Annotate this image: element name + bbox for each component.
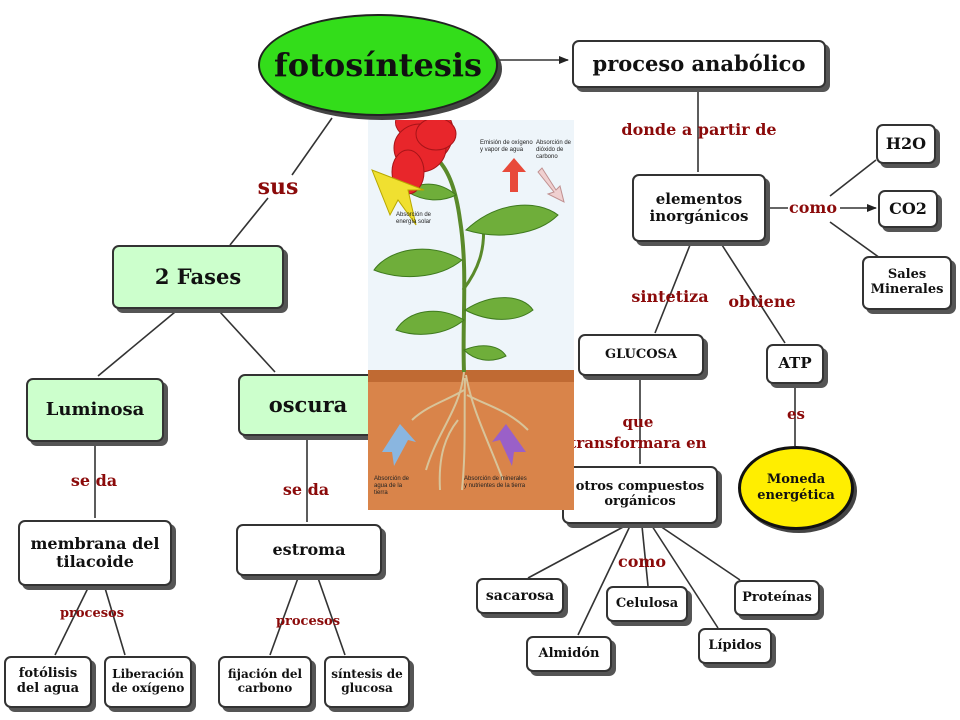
label-donde: donde a partir de (621, 120, 777, 140)
luminosa-text: Luminosa (45, 398, 145, 420)
link-fases-luminosa (97, 311, 176, 377)
estroma-node[interactable]: estroma (236, 524, 382, 576)
label-procesos-left: procesos (59, 605, 125, 621)
almidon-node[interactable]: Almidón (526, 636, 612, 672)
almidon-text: Almidón (538, 645, 600, 661)
label-como-bottom: como (617, 552, 667, 572)
label-obtiene: obtiene (728, 292, 796, 312)
liberacion-node[interactable]: Liberación de oxígeno (104, 656, 192, 708)
label-que: que (622, 412, 654, 431)
label-se-da-left: se da (70, 471, 118, 491)
caption-minerales: Absorción de minerales y nutrientes de l… (464, 476, 527, 489)
link-estroma-fijacion (269, 577, 299, 656)
minerals-arrow (492, 424, 526, 466)
caption-absorcion-co2: Absorción de dióxido de carbono (536, 140, 572, 160)
luminosa-node[interactable]: Luminosa (26, 378, 164, 442)
fijacion-node[interactable]: fijación del carbono (218, 656, 312, 708)
proceso-anabolico-node[interactable]: proceso anabólico (572, 40, 826, 88)
link-como-sales (829, 221, 881, 259)
sacarosa-text: sacarosa (485, 587, 555, 604)
plant-drawing (368, 114, 574, 510)
caption-agua: Absorción de agua de la tierra (374, 476, 410, 496)
estroma-text: estroma (272, 539, 346, 559)
link-elementos-glucosa (654, 244, 691, 334)
membrana-tilacoide-node[interactable]: membrana del tilacoide (18, 520, 172, 586)
co2-text: CO2 (889, 198, 927, 218)
label-es: es (787, 404, 805, 423)
label-transformara: transformara en (569, 433, 707, 452)
elementos-inorganicos-node[interactable]: elementos inorgánicos (632, 174, 766, 242)
link-membrana-liberacion (104, 587, 126, 656)
link-otros-proteinas (659, 525, 741, 581)
otros-compuestos-text: otros compuestos orgánicos (575, 479, 705, 509)
fotolisis-node[interactable]: fotólisis del agua (4, 656, 92, 708)
label-procesos-right: procesos (275, 613, 341, 629)
sacarosa-node[interactable]: sacarosa (476, 578, 564, 614)
oscura-text: oscura (268, 391, 348, 417)
fotolisis-text: fotólisis del agua (16, 666, 80, 696)
moneda-energetica-text: Moneda energética (757, 472, 835, 503)
celulosa-node[interactable]: Celulosa (606, 586, 688, 622)
co2-arrow (537, 167, 565, 203)
moneda-energetica-oval[interactable]: Moneda energética (738, 446, 854, 530)
label-sintetiza: sintetiza (631, 287, 709, 307)
caption-energia: Absorción de energía solar (396, 212, 432, 225)
label-sus: sus (257, 173, 299, 200)
oscura-node[interactable]: oscura (238, 374, 378, 436)
link-otros-almidon (577, 525, 631, 636)
proceso-anabolico-text: proceso anabólico (592, 50, 806, 76)
membrana-tilacoide-text: membrana del tilacoide (30, 533, 160, 571)
link-estroma-sintesis (317, 577, 346, 656)
caption-emision: Emisión de oxígeno y vapor de agua (480, 140, 533, 153)
title-oval: fotosíntesis (258, 14, 498, 116)
lipidos-node[interactable]: Lípidos (698, 628, 772, 664)
title-text: fotosíntesis (274, 46, 482, 84)
sintesis-text: síntesis de glucosa (331, 667, 403, 695)
link-como-h2o (829, 159, 877, 197)
lipidos-text: Lípidos (708, 637, 762, 653)
sales-minerales-node[interactable]: Sales Minerales (862, 256, 952, 310)
link-otros-lipidos (651, 525, 719, 629)
fases-node[interactable]: 2 Fases (112, 245, 284, 309)
link-sus-fases (229, 197, 269, 246)
sales-minerales-text: Sales Minerales (870, 267, 944, 297)
water-arrow (382, 424, 416, 466)
glucosa-node[interactable]: GLUCOSA (578, 334, 704, 376)
link-otros-celulosa (641, 525, 649, 587)
celulosa-text: Celulosa (615, 595, 679, 611)
elementos-inorganicos-text: elementos inorgánicos (649, 189, 749, 225)
h2o-text: H2O (885, 133, 927, 153)
h2o-node[interactable]: H2O (876, 124, 936, 164)
otros-compuestos-node[interactable]: otros compuestos orgánicos (562, 466, 718, 524)
liberacion-text: Liberación de oxígeno (111, 667, 185, 695)
link-fases-oscura (219, 311, 276, 373)
link-membrana-fotolisis (54, 587, 89, 656)
atp-node[interactable]: ATP (766, 344, 824, 384)
fijacion-text: fijación del carbono (227, 667, 303, 695)
sun-arrow (371, 169, 425, 226)
label-se-da-right: se da (282, 480, 330, 500)
co2-node[interactable]: CO2 (878, 190, 938, 228)
glucosa-text: GLUCOSA (604, 346, 677, 362)
sintesis-node[interactable]: síntesis de glucosa (324, 656, 410, 708)
link-elementos-atp (721, 244, 786, 344)
proteinas-text: Proteínas (742, 589, 812, 605)
plant-illustration: Emisión de oxígeno y vapor de agua Absor… (368, 114, 574, 510)
atp-text: ATP (778, 354, 812, 373)
fases-text: 2 Fases (154, 263, 242, 289)
link-otros-sacarosa (527, 525, 626, 579)
oxygen-arrow (502, 158, 526, 192)
label-como-top: como (788, 198, 838, 218)
proteinas-node[interactable]: Proteínas (734, 580, 820, 616)
link-title-sus (291, 117, 333, 176)
